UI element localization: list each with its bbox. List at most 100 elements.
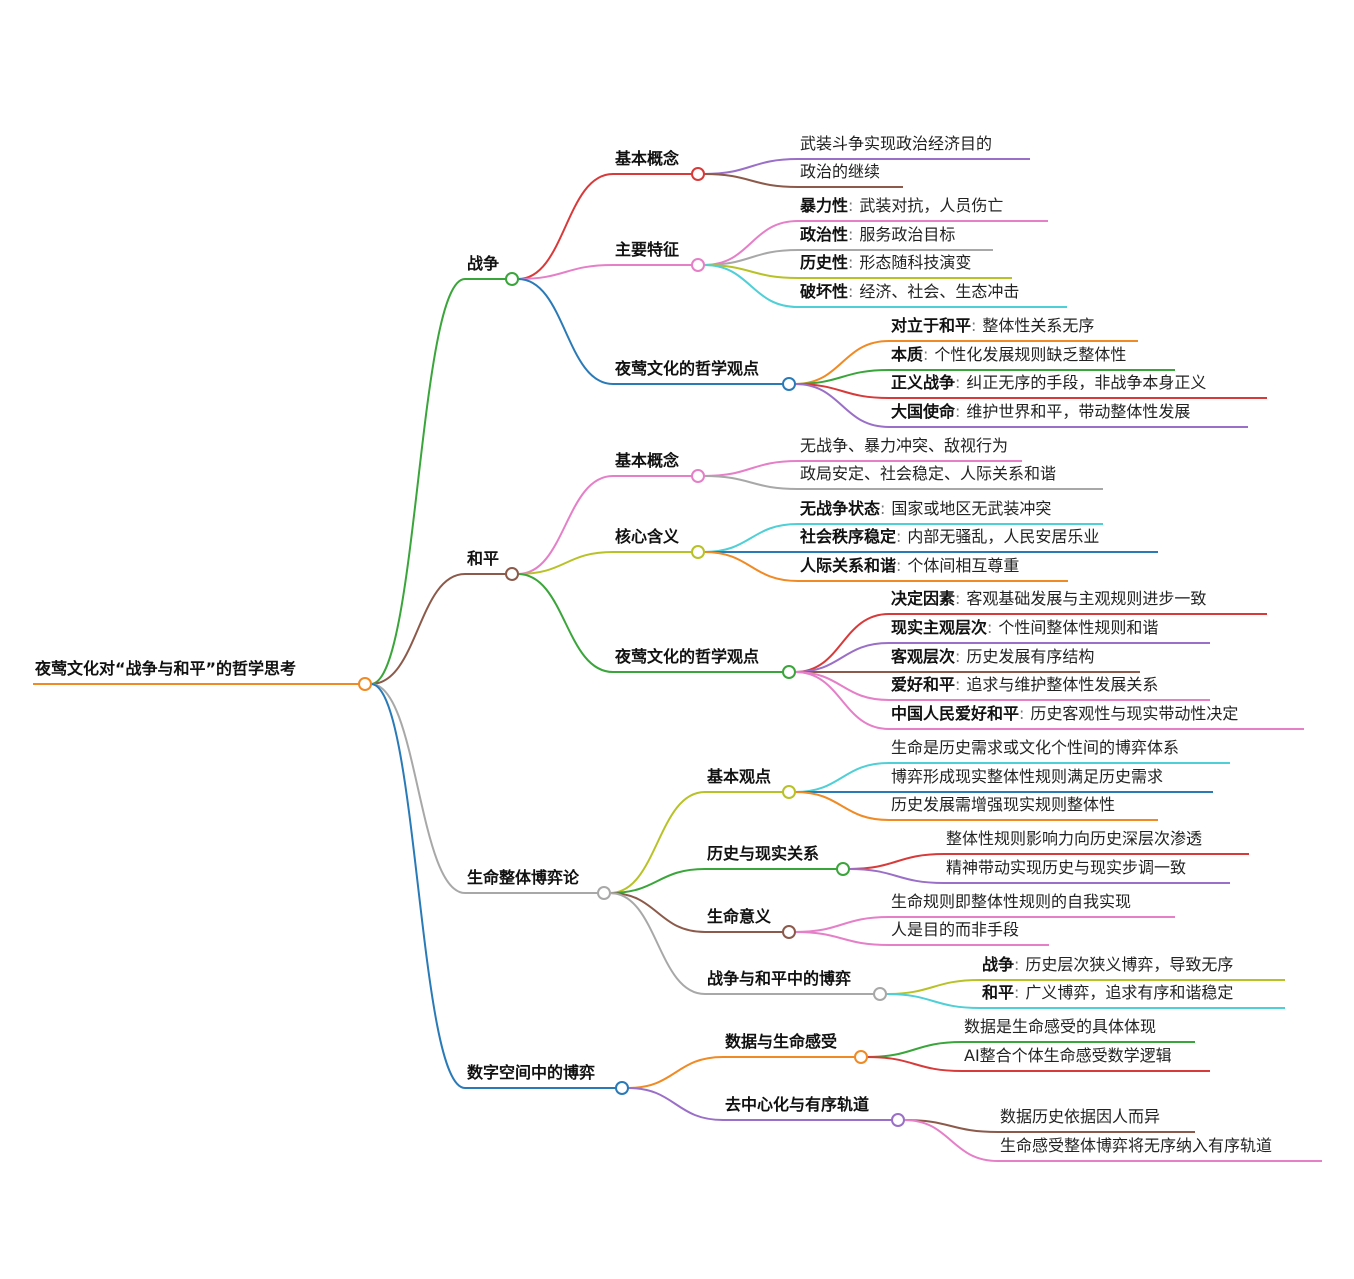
leaf-node[interactable]: 博弈形成现实整体性规则满足历史需求 bbox=[891, 767, 1164, 786]
branch-collapse-toggle[interactable] bbox=[505, 567, 519, 581]
leaf-connector bbox=[903, 1119, 999, 1162]
leaf-connector bbox=[703, 220, 799, 266]
subbranch-node[interactable]: 主要特征 bbox=[615, 240, 680, 259]
leaf-connector bbox=[703, 523, 799, 553]
leaf-text: 武装对抗，人员伤亡 bbox=[859, 196, 1004, 215]
subbranch-node[interactable]: 夜莺文化的哲学观点 bbox=[615, 359, 760, 378]
leaf-node[interactable]: 历史性:形态随科技演变 bbox=[800, 253, 971, 273]
leaf-node[interactable]: 暴力性:武装对抗，人员伤亡 bbox=[800, 196, 1003, 216]
leaf-node[interactable]: 武装斗争实现政治经济目的 bbox=[800, 134, 993, 153]
leaf-node[interactable]: 决定因素:客观基础发展与主观规则进步一致 bbox=[891, 589, 1206, 609]
subbranch-node[interactable]: 战争与和平中的博弈 bbox=[707, 969, 852, 988]
subbranch-node[interactable]: 去中心化与有序轨道 bbox=[725, 1095, 870, 1114]
subbranch-node[interactable]: 历史与现实关系 bbox=[707, 844, 820, 863]
leaf-node[interactable]: 破坏性:经济、社会、生态冲击 bbox=[800, 282, 1019, 302]
subbranch-node[interactable]: 数据与生命感受 bbox=[725, 1032, 838, 1051]
leaf-connector bbox=[848, 868, 945, 884]
branch-connector bbox=[370, 573, 466, 685]
leaf-node[interactable]: 政治的继续 bbox=[800, 162, 881, 181]
leaf-node[interactable]: 和平:广义博弈，追求有序和谐稳定 bbox=[982, 983, 1233, 1003]
leaf-term: 社会秩序稳定 bbox=[800, 527, 897, 546]
leaf-term: 中国人民爱好和平 bbox=[891, 704, 1020, 723]
leaf-node[interactable]: 无战争、暴力冲突、敌视行为 bbox=[800, 436, 1009, 455]
separator: : bbox=[987, 618, 993, 637]
subbranch-collapse-toggle[interactable] bbox=[873, 987, 887, 1001]
leaf-node[interactable]: 无战争状态:国家或地区无武装冲突 bbox=[800, 499, 1051, 519]
leaf-text: 维护世界和平，带动整体性发展 bbox=[966, 402, 1191, 421]
subbranch-collapse-toggle[interactable] bbox=[782, 925, 796, 939]
leaf-term: 客观层次 bbox=[891, 647, 956, 666]
separator: : bbox=[848, 225, 854, 244]
branch-connector bbox=[370, 683, 466, 894]
leaf-text: 历史客观性与现实带动性决定 bbox=[1030, 704, 1239, 723]
leaf-node[interactable]: 整体性规则影响力向历史深层次渗透 bbox=[946, 829, 1203, 848]
root-collapse-toggle[interactable] bbox=[358, 677, 372, 691]
leaf-node[interactable]: 正义战争:纠正无序的手段，非战争本身正义 bbox=[891, 373, 1206, 393]
subbranch-node[interactable]: 夜莺文化的哲学观点 bbox=[615, 647, 760, 666]
leaf-node[interactable]: 社会秩序稳定:内部无骚乱，人民安居乐业 bbox=[800, 527, 1099, 547]
branch-node[interactable]: 数字空间中的博弈 bbox=[467, 1063, 596, 1082]
leaf-term: 正义战争 bbox=[891, 373, 956, 392]
branch-node[interactable]: 和平 bbox=[467, 549, 500, 568]
leaf-node[interactable]: 精神带动实现历史与现实步调一致 bbox=[946, 858, 1187, 877]
leaf-node[interactable]: 人际关系和谐:个体间相互尊重 bbox=[800, 556, 1019, 576]
leaf-connector bbox=[794, 671, 890, 701]
subbranch-node[interactable]: 基本概念 bbox=[615, 451, 680, 470]
subbranch-collapse-toggle[interactable] bbox=[782, 665, 796, 679]
subbranch-connector bbox=[517, 264, 614, 280]
leaf-node[interactable]: 客观层次:历史发展有序结构 bbox=[891, 647, 1094, 667]
leaf-node[interactable]: 数据历史依据因人而异 bbox=[1000, 1107, 1161, 1126]
branch-collapse-toggle[interactable] bbox=[505, 272, 519, 286]
subbranch-collapse-toggle[interactable] bbox=[891, 1113, 905, 1127]
leaf-node[interactable]: 数据是生命感受的具体体现 bbox=[964, 1017, 1157, 1036]
leaf-text: 历史发展有序结构 bbox=[966, 647, 1095, 666]
subbranch-collapse-toggle[interactable] bbox=[691, 469, 705, 483]
leaf-node[interactable]: 生命感受整体博弈将无序纳入有序轨道 bbox=[1000, 1136, 1273, 1155]
leaf-node[interactable]: 本质:个性化发展规则缺乏整体性 bbox=[891, 345, 1126, 365]
subbranch-collapse-toggle[interactable] bbox=[782, 785, 796, 799]
leaf-connector bbox=[794, 383, 890, 428]
leaf-node[interactable]: 爱好和平:追求与维护整体性发展关系 bbox=[891, 675, 1158, 695]
leaf-node[interactable]: 生命规则即整体性规则的自我实现 bbox=[891, 892, 1132, 911]
subbranch-connector bbox=[609, 868, 706, 894]
subbranch-connector bbox=[609, 892, 706, 933]
leaf-text: 国家或地区无武装冲突 bbox=[891, 499, 1052, 518]
leaf-text: 个体间相互尊重 bbox=[907, 556, 1020, 575]
leaf-node[interactable]: 人是目的而非手段 bbox=[891, 920, 1020, 939]
subbranch-collapse-toggle[interactable] bbox=[691, 167, 705, 181]
leaf-connector bbox=[794, 671, 890, 730]
leaf-node[interactable]: 战争:历史层次狭义博弈，导致无序 bbox=[982, 955, 1233, 975]
leaf-text: 个性化发展规则缺乏整体性 bbox=[934, 345, 1127, 364]
leaf-connector bbox=[885, 979, 981, 995]
separator: : bbox=[955, 589, 961, 608]
subbranch-collapse-toggle[interactable] bbox=[691, 545, 705, 559]
leaf-term: 暴力性 bbox=[800, 196, 849, 215]
subbranch-collapse-toggle[interactable] bbox=[782, 377, 796, 391]
subbranch-node[interactable]: 基本观点 bbox=[707, 767, 772, 786]
leaf-node[interactable]: 历史发展需增强现实规则整体性 bbox=[891, 795, 1116, 814]
leaf-node[interactable]: AI整合个体生命感受数学逻辑 bbox=[964, 1046, 1172, 1065]
subbranch-collapse-toggle[interactable] bbox=[836, 862, 850, 876]
subbranch-node[interactable]: 基本概念 bbox=[615, 149, 680, 168]
subbranch-collapse-toggle[interactable] bbox=[691, 258, 705, 272]
separator: : bbox=[848, 253, 854, 272]
leaf-node[interactable]: 中国人民爱好和平:历史客观性与现实带动性决定 bbox=[891, 704, 1238, 724]
branch-collapse-toggle[interactable] bbox=[597, 886, 611, 900]
branch-node[interactable]: 战争 bbox=[467, 254, 500, 273]
subbranch-connector bbox=[517, 173, 614, 280]
subbranch-collapse-toggle[interactable] bbox=[854, 1050, 868, 1064]
subbranch-node[interactable]: 核心含义 bbox=[615, 527, 680, 546]
leaf-term: 现实主观层次 bbox=[891, 618, 988, 637]
separator: : bbox=[848, 282, 854, 301]
leaf-node[interactable]: 大国使命:维护世界和平，带动整体性发展 bbox=[891, 402, 1190, 422]
subbranch-node[interactable]: 生命意义 bbox=[707, 907, 772, 926]
leaf-node[interactable]: 政治性:服务政治目标 bbox=[800, 225, 955, 245]
root-node[interactable]: 夜莺文化对“战争与和平”的哲学思考 bbox=[35, 659, 297, 678]
leaf-node[interactable]: 生命是历史需求或文化个性间的博弈体系 bbox=[891, 738, 1180, 757]
leaf-node[interactable]: 现实主观层次:个性间整体性规则和谐 bbox=[891, 618, 1158, 638]
branch-collapse-toggle[interactable] bbox=[615, 1081, 629, 1095]
leaf-node[interactable]: 对立于和平:整体性关系无序 bbox=[891, 316, 1094, 336]
subbranch-connector bbox=[517, 475, 614, 575]
branch-node[interactable]: 生命整体博弈论 bbox=[467, 868, 580, 887]
leaf-node[interactable]: 政局安定、社会稳定、人际关系和谐 bbox=[800, 464, 1057, 483]
